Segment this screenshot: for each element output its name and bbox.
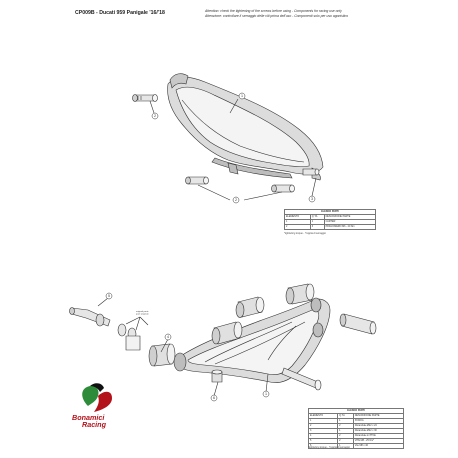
callout-bottom-5: 5 [108, 294, 110, 298]
parts-table-top-footnote: *tightening torque - *coppia di serraggi… [284, 232, 326, 235]
slider-bracket-part [173, 297, 331, 383]
callout-bottom-1: 1 [265, 392, 267, 396]
original-washers [117, 323, 141, 351]
original-parts-label: original parts parti originali [136, 310, 149, 316]
callout-top-2: 2 [235, 198, 237, 202]
parts-table-bottom-footnote: *tightening torque - *coppia di serraggi… [308, 446, 350, 449]
bonamici-logo-mark [82, 383, 112, 412]
attention-note-it: Attenzione: controllare il serraggio del… [205, 14, 349, 18]
stud-screw-top-right [271, 184, 295, 193]
parts-table-bottom: ELENCO PARTI ELEMENTO Q.TÀ DESCRIZIONE P… [307, 408, 405, 449]
attention-note-en: Attention: check the tightening of the s… [205, 9, 342, 13]
callout-bottom-4: 4 [167, 335, 169, 339]
parts-table-top: ELENCO PARTI ELEMENTO Q.TÀ DESCRIZIONE P… [284, 209, 377, 230]
logo-text-line2: Racing [82, 420, 106, 429]
spacer-right-lower [339, 313, 377, 335]
small-screw-top [302, 168, 320, 176]
spacer-left-upper [235, 296, 265, 318]
callout-bottom-6: 6 [213, 396, 215, 400]
spacer-left-front [148, 343, 176, 367]
logo-text-line1: Bonamici [72, 413, 105, 422]
stud-screw-top-left [132, 94, 158, 102]
spacer-right-upper [285, 283, 315, 305]
callout-top-2-left: 2 [154, 114, 156, 118]
stud-screw-top-bottom [185, 176, 209, 185]
callout-top-1: 1 [241, 94, 243, 98]
ptfe-spacer [211, 369, 223, 383]
engine-cover-part [167, 73, 324, 181]
spacer-left-lower [211, 321, 243, 345]
left-screw-m8 [69, 307, 111, 327]
page-title: CP009B - Ducati 959 Panigale '16/'18 [75, 10, 165, 16]
table-row: 2 3 PRIGIONIERO M6 - 20 Nm [284, 224, 377, 230]
long-screw-bottom [281, 367, 322, 391]
callout-top-3: 3 [311, 197, 313, 201]
